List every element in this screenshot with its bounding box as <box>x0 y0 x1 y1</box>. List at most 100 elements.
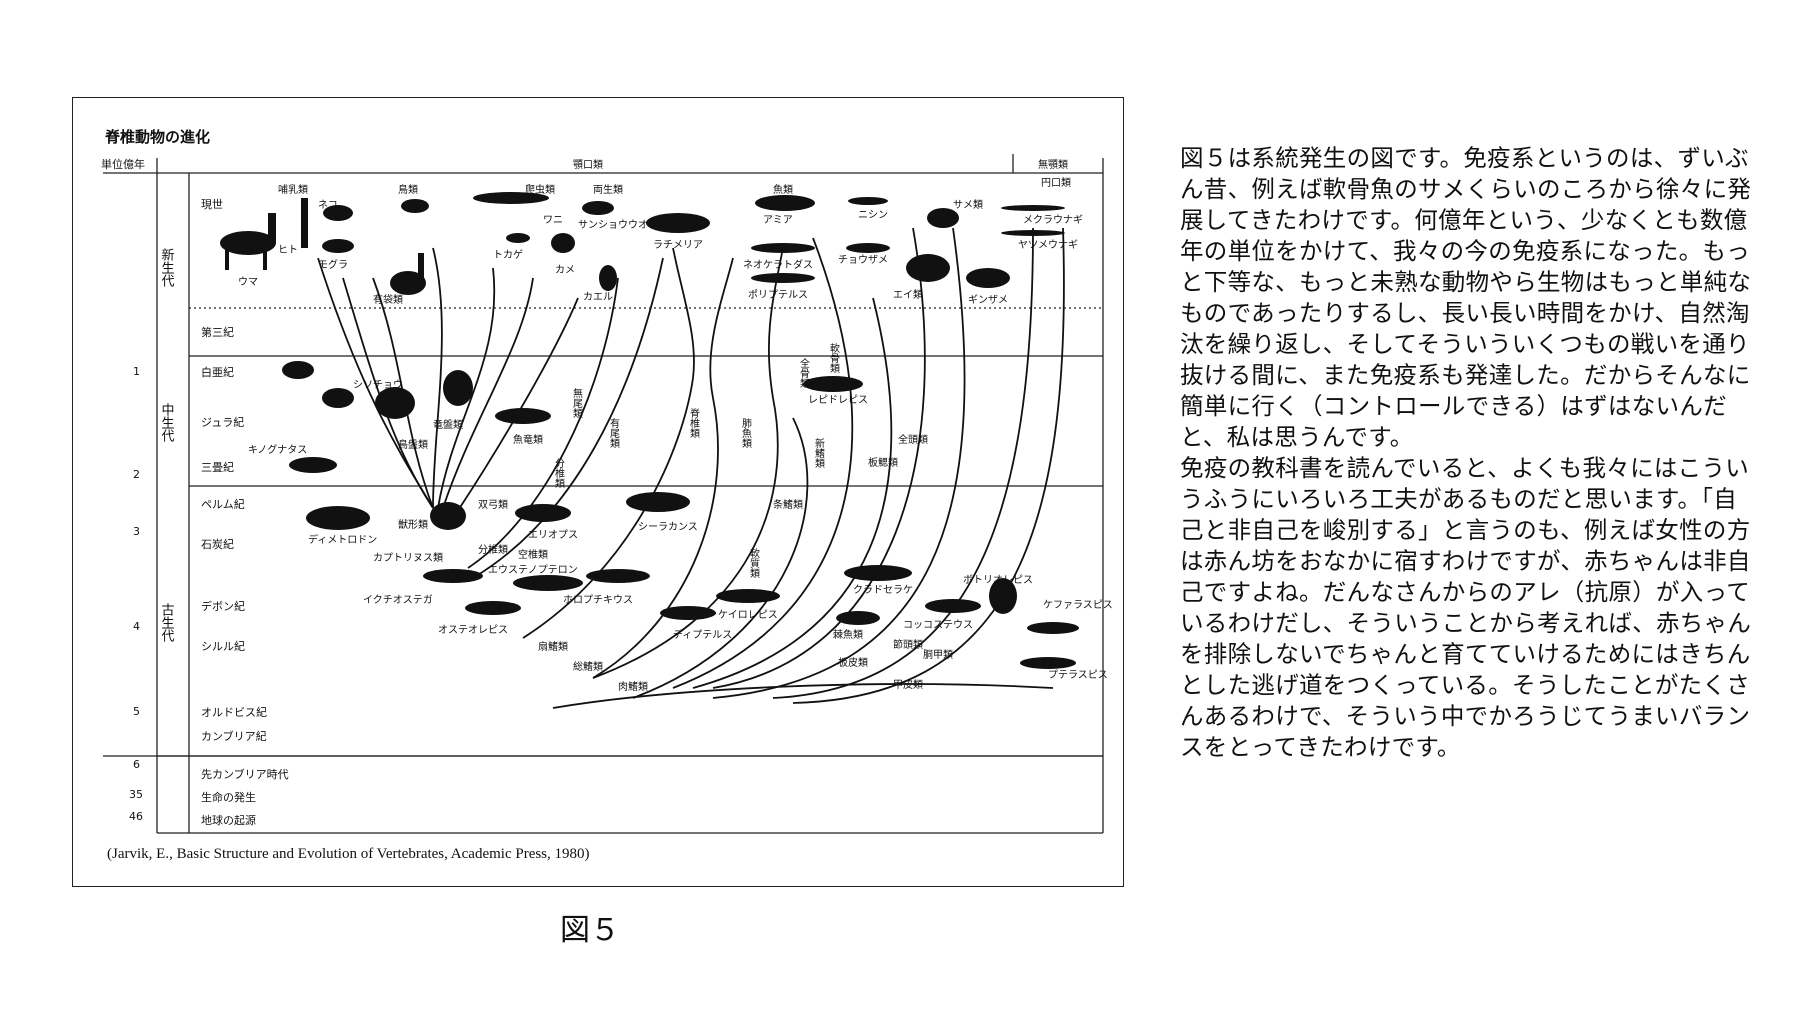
label-lepidotes: レピドレピス <box>808 394 868 406</box>
label-cephalaspis: ケファラスピス <box>1043 599 1113 611</box>
label-shark: サメ類 <box>953 199 983 211</box>
label-archaeopteryx: シソチョウ <box>353 379 403 391</box>
label-empty-spine: 空椎類 <box>518 548 548 561</box>
label-salamander: サンショウウオ <box>578 219 648 231</box>
period-ordovician: オルドビス紀 <box>201 706 267 719</box>
label-arthrodira: 節頭類 <box>893 638 923 651</box>
label-ichthyosaur: 魚竜類 <box>513 433 543 446</box>
label-crossopterygii: 総鰭類 <box>573 660 603 673</box>
label-mole: モグラ <box>318 258 348 271</box>
label-elasmobranch: 板鰓類 <box>868 456 898 469</box>
tick-4: 4 <box>133 620 140 633</box>
label-coccosteus: コッコステウス <box>903 619 973 631</box>
label-chondrostei: 軟骨類 <box>828 342 840 374</box>
tick-46: 46 <box>129 810 143 823</box>
label-latimeria: ラチメリア <box>653 239 703 251</box>
label-cladoselache: クラドセラケ <box>853 584 913 596</box>
period-silurian: シルル紀 <box>201 640 245 653</box>
label-kynognathus: キノグナタス <box>248 443 307 456</box>
tick-3: 3 <box>133 525 140 538</box>
label-osteostraci: 胴甲類 <box>923 649 953 661</box>
period-cambrian: カンブリア紀 <box>201 729 267 743</box>
label-anura: 無尾類 <box>571 387 583 419</box>
era-paleozoic: 古生代 <box>159 603 175 643</box>
figure-caption: 図５ <box>560 913 620 948</box>
label-dimetrodon: ディメトロドン <box>308 533 377 546</box>
body-text: 図５は系統発生の図です。免疫系というのは、ずいぶん昔、例えば軟骨魚のサメくらいの… <box>1180 143 1760 763</box>
group-fish: 魚類 <box>773 183 793 196</box>
label-marsupial: 有袋類 <box>373 293 403 306</box>
period-permian: ペルム紀 <box>201 498 245 511</box>
label-placodermi: 板皮類 <box>838 656 868 669</box>
tick-5: 5 <box>133 705 140 718</box>
label-holocephali: 全頭類 <box>898 433 928 446</box>
label-eusthenopteron: エウステノプテロン <box>488 564 578 576</box>
label-crocodile: ワニ <box>543 215 563 226</box>
period-origin-earth: 地球の起源 <box>201 813 256 827</box>
label-sarco: 軟質類 <box>748 547 760 579</box>
label-split-spine: 分椎類 <box>478 543 508 556</box>
paragraph-1: 図５は系統発生の図です。免疫系というのは、ずいぶん昔、例えば軟骨魚のサメくらいの… <box>1180 144 1752 451</box>
label-amia: アミア <box>763 215 793 226</box>
label-ornithischia: 鳥盤類 <box>398 438 428 451</box>
label-chimaera: ギンザメ <box>968 294 1008 306</box>
tick-2: 2 <box>133 468 140 481</box>
label-eryops: エリオプス <box>528 529 578 541</box>
label-dipterus: ディプテルス <box>673 628 732 641</box>
period-precambrian: 先カンブリア時代 <box>201 767 289 781</box>
tick-1: 1 <box>133 365 140 378</box>
label-lamprey: メクラウナギ <box>1023 214 1083 226</box>
label-hagfish: ヤツメウナギ <box>1018 239 1078 251</box>
label-actinopterygii: 条鰭類 <box>773 498 803 511</box>
paragraph-2: 免疫の教科書を読んでいると、よくも我々にはこういうふうにいろいろ工夫があるものだ… <box>1180 454 1752 761</box>
tick-6: 6 <box>133 758 140 771</box>
label-frog: カエル <box>583 291 613 303</box>
phylogeny-diagram: 単位億年 顎口類 無顎類 1 2 3 4 5 6 35 46 新生代 中生代 古… <box>101 154 1113 834</box>
label-holoptychius: ホロプチキウス <box>563 594 633 606</box>
header-jawless: 無顎類 <box>1038 158 1068 171</box>
animal-silhouettes <box>220 192 1079 669</box>
label-teleost: 新鰭類 <box>813 437 825 469</box>
group-birds: 鳥類 <box>398 183 418 196</box>
period-cretaceous: 白亜紀 <box>201 365 234 379</box>
label-osteolepis: オステオレピス <box>438 624 508 636</box>
period-triassic: 三畳紀 <box>201 461 234 474</box>
period-devonian: デボン紀 <box>201 599 245 613</box>
label-polypterus: ポリプテルス <box>748 289 808 301</box>
group-reptiles: 爬虫類 <box>525 184 555 196</box>
label-diapsid: 双弓類 <box>478 499 508 511</box>
label-kheirolepis: ケイロレピス <box>718 609 778 621</box>
label-chordate: 脊椎類 <box>688 407 700 439</box>
label-fan-fin: 扇鰭類 <box>538 640 568 653</box>
label-pteraspis: プテラスピス <box>1048 669 1108 681</box>
label-sturgeon: チョウザメ <box>838 254 888 266</box>
group-mammals: 哺乳類 <box>278 183 308 196</box>
label-ichthyostega: イクチオステガ <box>363 594 433 606</box>
period-origin-life: 生命の発生 <box>201 790 256 804</box>
period-carboniferous: 石炭紀 <box>201 538 234 551</box>
label-holostei: 全骨類 <box>798 357 810 389</box>
label-herring: ニシン <box>858 210 888 221</box>
label-dinosaur: 竜盤類 <box>433 418 463 431</box>
period-present: 現世 <box>201 198 223 211</box>
label-lizard: トカゲ <box>493 249 523 261</box>
era-mesozoic: 中生代 <box>159 403 175 443</box>
figure-title: 脊椎動物の進化 <box>105 128 211 146</box>
header-jaw: 顎口類 <box>573 159 603 171</box>
label-coelacanth: シーラカンス <box>638 521 698 533</box>
label-mammal-like: 獣形類 <box>398 518 428 531</box>
label-sarcopterygii: 肉鰭類 <box>618 680 648 693</box>
group-amphibians: 両生類 <box>593 183 623 196</box>
label-ceratodus: ネオケラトダス <box>743 258 813 271</box>
label-tetrapod-stem: 分椎類 <box>553 458 565 489</box>
period-tertiary: 第三紀 <box>201 325 234 339</box>
label-acanthodii: 棘魚類 <box>833 628 863 641</box>
group-cyclostomes: 円口類 <box>1041 177 1071 189</box>
label-ray: エイ類 <box>893 289 923 301</box>
label-lungfish: 肺魚類 <box>740 418 752 449</box>
tick-35: 35 <box>129 788 143 801</box>
phylogeny-figure: 脊椎動物の進化 単位億年 顎口類 無顎類 1 2 3 4 5 6 <box>72 97 1124 887</box>
label-turtle: カメ <box>555 264 575 276</box>
label-cat: ネコ <box>318 199 338 211</box>
label-bothriolepis: ボトリオレピス <box>963 574 1033 586</box>
